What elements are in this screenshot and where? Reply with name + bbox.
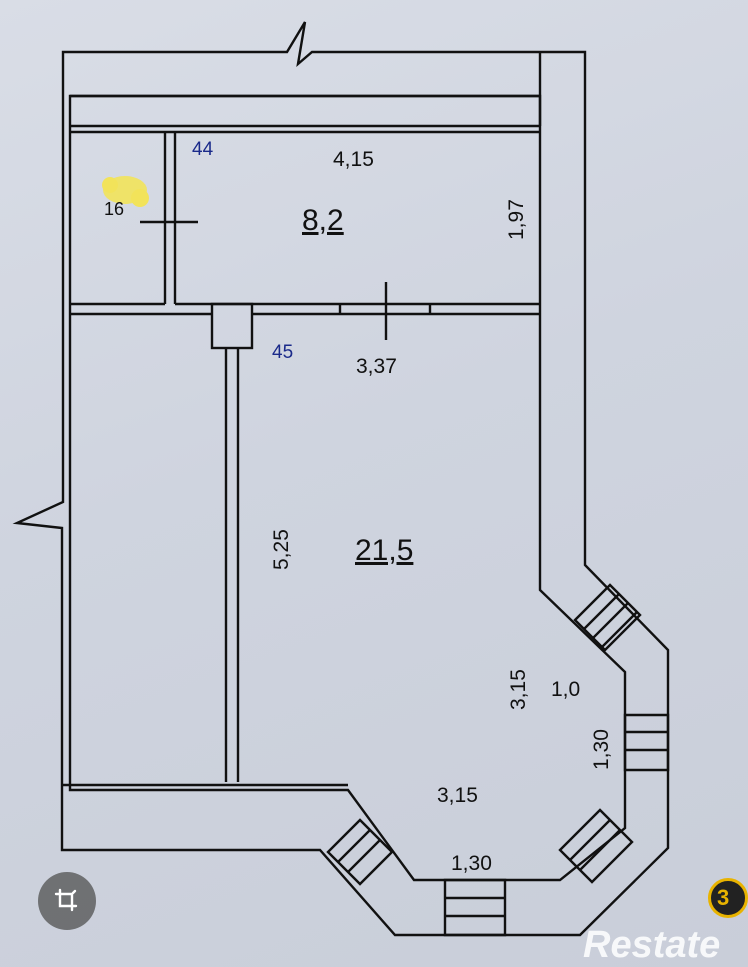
room44-wall <box>70 130 540 316</box>
watermark: Restate <box>583 924 720 966</box>
bay-window-1 <box>573 583 642 652</box>
dim-bay-window: 1,0 <box>551 678 580 701</box>
bay-window-2 <box>623 713 670 772</box>
dim-room45-depth: 5,25 <box>270 529 293 570</box>
covered-room-label: 16 <box>104 199 124 219</box>
dim-bay-side: 3,15 <box>507 669 530 710</box>
dim-bottom-inner: 3,15 <box>437 784 478 807</box>
outer-wall-inner <box>68 94 627 882</box>
dim-room44-depth: 1,97 <box>505 199 528 240</box>
column <box>210 302 254 350</box>
bay-window-4 <box>443 878 507 937</box>
bay-window-3 <box>558 808 634 884</box>
top-wall-band <box>70 52 542 128</box>
crop-edit-icon <box>54 888 78 912</box>
page-badge-text: 3 <box>717 885 730 910</box>
dim-top-width: 4,15 <box>333 148 374 171</box>
room-number-45: 45 <box>272 342 293 363</box>
room-number-44: 44 <box>192 139 214 160</box>
highlight-mark: 16 <box>102 176 149 219</box>
dim-partition-width: 3,37 <box>356 355 397 378</box>
dim-bay-right: 1,30 <box>590 729 613 770</box>
outer-wall-outer <box>12 21 670 937</box>
door-tick-45 <box>338 282 432 340</box>
page-badge: 3 <box>708 878 748 918</box>
room-area-45: 21,5 <box>355 534 413 567</box>
floor-plan: 16 44 45 8,2 21,5 4,15 1,97 3,37 5,25 3,… <box>12 21 720 966</box>
room-area-44: 8,2 <box>302 204 344 237</box>
bay-window-5 <box>326 818 394 886</box>
room45-partition <box>224 348 240 782</box>
edit-crop-button[interactable] <box>38 872 96 930</box>
dim-bottom-window: 1,30 <box>451 852 492 875</box>
